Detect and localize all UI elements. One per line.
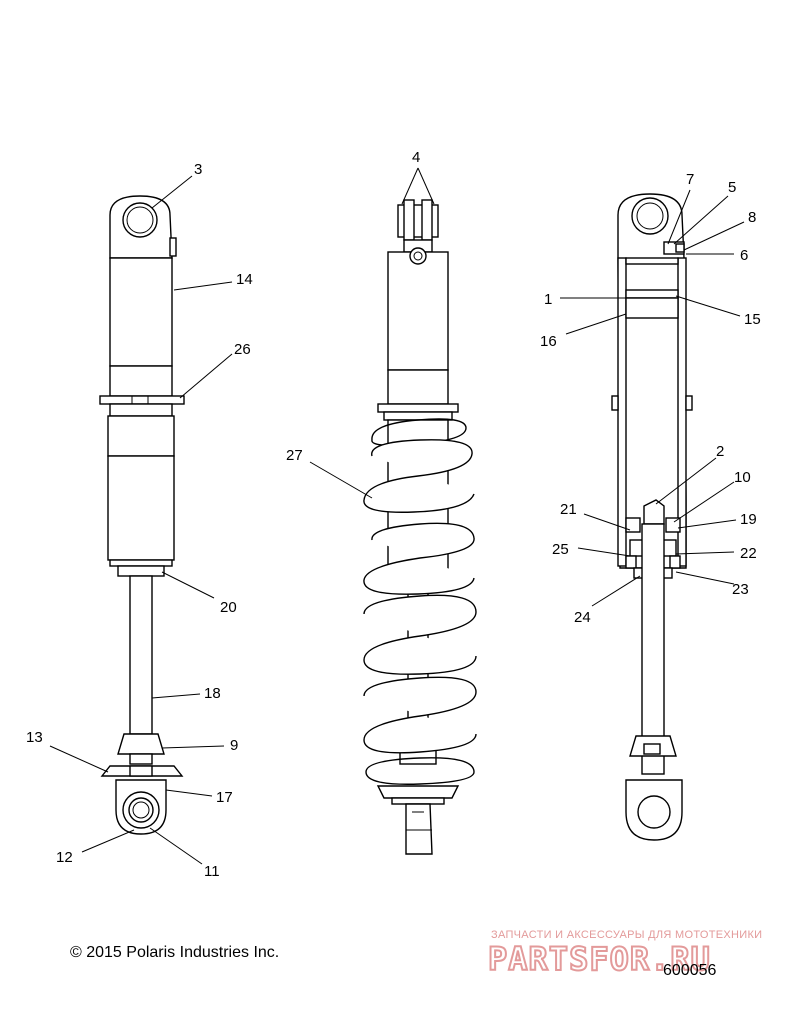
watermark-logo-text: PARTSFOR.RU — [488, 942, 711, 976]
callout-26: 26 — [234, 341, 251, 358]
callout-6: 6 — [740, 247, 748, 264]
callout-17: 17 — [216, 789, 233, 806]
callout-21: 21 — [560, 501, 577, 518]
spring-coils — [363, 418, 477, 785]
callout-1: 1 — [544, 291, 552, 308]
callout-3: 3 — [194, 161, 202, 178]
callout-25: 25 — [552, 541, 569, 558]
callout-2: 2 — [716, 443, 724, 460]
callout-23: 23 — [732, 581, 749, 598]
figure-number: 600056 — [663, 962, 717, 979]
callout-4: 4 — [412, 149, 420, 166]
callout-24: 24 — [574, 609, 591, 626]
right-shock-cutaway — [611, 193, 693, 841]
watermark-tagline: ЗАПЧАСТИ И АКСЕССУАРЫ ДЛЯ МОТОТЕХНИКИ — [491, 929, 763, 941]
callout-13: 13 — [26, 729, 43, 746]
callout-15: 15 — [744, 311, 761, 328]
callout-27: 27 — [286, 447, 303, 464]
left-shock-assembly — [99, 195, 185, 835]
leader-lines — [49, 167, 745, 865]
callout-16: 16 — [540, 333, 557, 350]
callout-19: 19 — [740, 511, 757, 528]
watermark-logo: PARTSFOR.RU — [488, 942, 711, 976]
callout-labels: 3 14 26 20 18 9 13 17 12 11 4 27 7 5 8 6… — [26, 149, 761, 880]
callout-22: 22 — [740, 545, 757, 562]
callout-7: 7 — [686, 171, 694, 188]
callout-5: 5 — [728, 179, 736, 196]
callout-20: 20 — [220, 599, 237, 616]
callout-12: 12 — [56, 849, 73, 866]
copyright-text: © 2015 Polaris Industries Inc. — [70, 944, 280, 961]
middle-shock-assembly — [363, 199, 477, 855]
callout-10: 10 — [734, 469, 751, 486]
callout-18: 18 — [204, 685, 221, 702]
callout-11: 11 — [204, 863, 220, 880]
callout-14: 14 — [236, 271, 253, 288]
callout-9: 9 — [230, 737, 238, 754]
callout-8: 8 — [748, 209, 756, 226]
